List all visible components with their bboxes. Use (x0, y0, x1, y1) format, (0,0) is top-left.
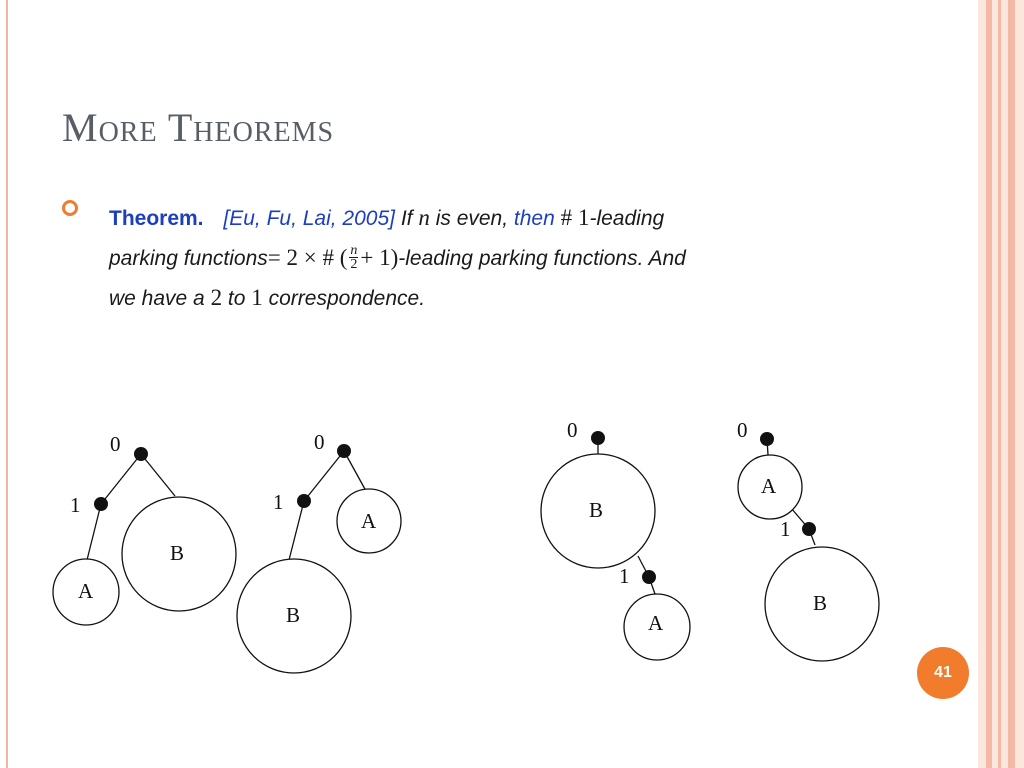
label-a: A (78, 579, 94, 603)
label-one: 1 (273, 490, 284, 514)
text-is-even: is even, (435, 207, 509, 230)
label-a: A (648, 611, 664, 635)
band-stripe (986, 0, 992, 768)
subtree-b-circle (540, 453, 656, 569)
label-b: B (170, 541, 184, 565)
slide-title: More Theorems (62, 105, 335, 150)
band-stripe (1008, 0, 1015, 768)
subtree-b-circle (764, 546, 880, 662)
fraction-numerator: n (349, 242, 359, 258)
text-parking-functions: parking functions (109, 247, 268, 270)
node-dot (760, 432, 774, 446)
tree-diagram-2: 0 1 A B (236, 430, 402, 674)
text-leading: -leading (589, 207, 665, 230)
node-dot (134, 447, 148, 461)
subtree-a-circle (52, 558, 120, 626)
node-dot (94, 497, 108, 511)
subtree-a-circle (737, 454, 803, 520)
edge-line (140, 453, 176, 497)
label-a: A (361, 509, 377, 533)
right-decorative-band (978, 0, 1024, 768)
text-if: If (400, 207, 413, 230)
label-zero: 0 (737, 418, 748, 442)
text-we-have-a: we have a (109, 287, 205, 310)
label-a: A (761, 474, 777, 498)
label-zero: 0 (314, 430, 325, 454)
theorem-text: Theorem. [Eu, Fu, Lai, 2005] If n is eve… (109, 198, 909, 318)
edge-line (343, 450, 367, 492)
tree-diagram-4: 0 A 1 B (737, 418, 880, 662)
text-to: to (227, 287, 246, 310)
node-dot (337, 444, 351, 458)
node-dot (297, 494, 311, 508)
node-dot (802, 522, 816, 536)
label-b: B (286, 603, 300, 627)
math-two: 2 (210, 285, 223, 310)
bullet-circle-icon (62, 200, 78, 216)
edge-line (303, 450, 345, 502)
math-hash: # (560, 205, 573, 230)
left-border-line (6, 0, 8, 768)
label-one: 1 (780, 517, 791, 541)
page-number-badge: 41 (917, 647, 969, 699)
node-dot (591, 431, 605, 445)
label-one: 1 (619, 564, 630, 588)
edge-line (288, 500, 305, 561)
subtree-a-circle (336, 488, 402, 554)
text-leading-parking-functions: -leading parking functions. And (398, 247, 686, 270)
node-dot (642, 570, 656, 584)
tree-diagram-1: 0 1 B A (52, 432, 237, 626)
label-b: B (589, 498, 603, 522)
theorem-label: Theorem. (109, 207, 204, 230)
text-correspondence: correspondence. (268, 287, 426, 310)
subtree-b-circle (236, 558, 352, 674)
band-stripe (998, 0, 1001, 768)
label-zero: 0 (110, 432, 121, 456)
math-equals-two-times-hash: = 2 × # ( (267, 245, 348, 270)
edge-line (100, 453, 142, 505)
edge-line (85, 503, 102, 565)
math-one: 1 (577, 205, 590, 230)
text-then: then (513, 207, 555, 230)
theorem-citation: [Eu, Fu, Lai, 2005] (223, 207, 395, 230)
fraction-denominator: 2 (350, 256, 358, 272)
math-one: 1 (251, 285, 263, 310)
tree-diagram-3: 0 B 1 A (540, 418, 691, 661)
label-b: B (813, 591, 827, 615)
math-plus-one: + 1) (360, 245, 399, 270)
label-zero: 0 (567, 418, 578, 442)
label-one: 1 (70, 493, 81, 517)
subtree-b-circle (121, 496, 237, 612)
math-n: n (418, 205, 430, 230)
subtree-a-circle (623, 593, 691, 661)
